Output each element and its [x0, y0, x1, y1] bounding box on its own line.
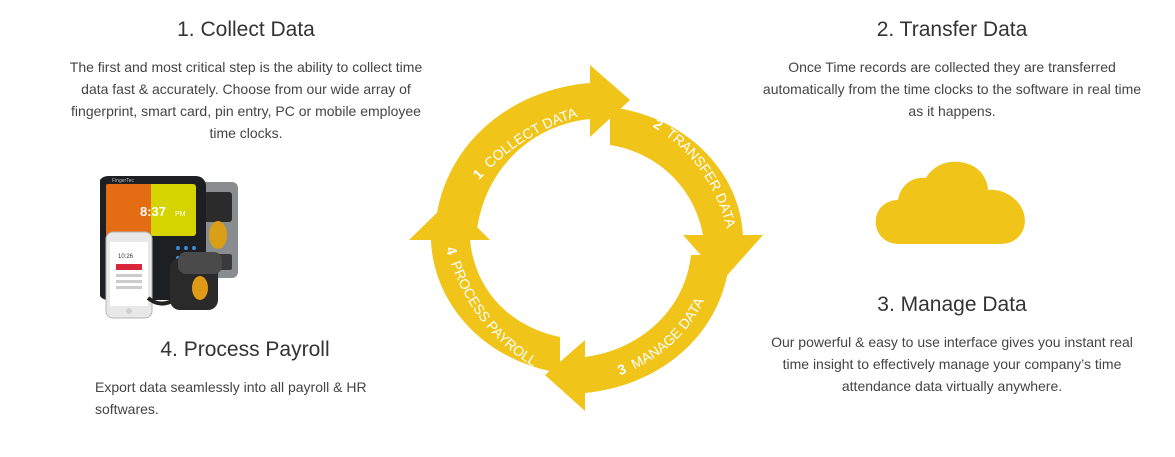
step-payroll-text: Export data seamlessly into all payroll …	[95, 379, 367, 417]
cycle-arrow-2	[610, 107, 763, 280]
clock-time-text: 8:37	[140, 204, 166, 219]
cloud-icon	[875, 161, 1025, 244]
step-collect-title: 1. Collect Data	[177, 18, 315, 41]
cycle-arrow-4	[409, 200, 560, 373]
step-manage-text: Our powerful & easy to use interface giv…	[771, 334, 1133, 394]
step-payroll-title: 4. Process Payroll	[160, 338, 330, 361]
step-transfer-text: Once Time records are collected they are…	[762, 59, 1142, 119]
step-manage-title: 3. Manage Data	[877, 293, 1027, 316]
step-transfer-title: 2. Transfer Data	[876, 18, 1028, 41]
step-collect-text: The first and most critical step is the …	[69, 59, 423, 141]
step-transfer-block: 2. Transfer Data Once Time records are c…	[760, 18, 1144, 122]
phone-time-text: 10:26	[118, 254, 134, 260]
step-manage-block: 3. Manage Data Our powerful & easy to us…	[765, 293, 1139, 397]
step-payroll-block: 4. Process Payroll Export data seamlessl…	[85, 338, 405, 420]
time-clock-devices-image: 8:37 PM FingerTec 10:26	[100, 176, 238, 319]
step-collect-block: 1. Collect Data The first and most criti…	[60, 18, 432, 144]
process-cycle-diagram: 1 COLLECT DATA 2 TRANSFER DATA 3 MANAGE …	[409, 65, 763, 411]
cycle-arrow-3	[545, 255, 730, 411]
cycle-arrow-1	[435, 65, 630, 230]
clock-ampm-text: PM	[175, 211, 186, 218]
brand-label: FingerTec	[112, 178, 134, 184]
